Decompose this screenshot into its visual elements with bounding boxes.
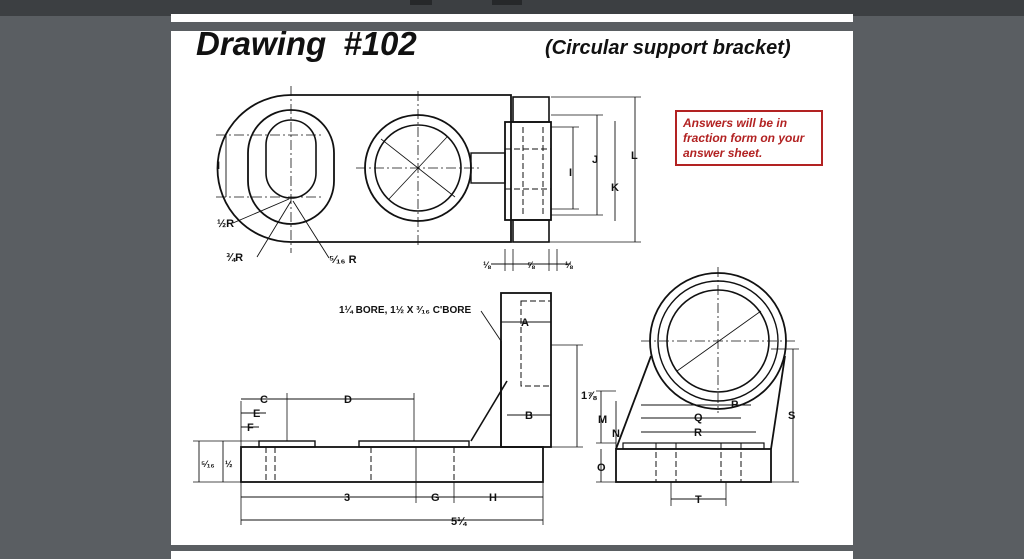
page-title: Drawing #102	[196, 31, 417, 62]
label-radius-five-sixteenths: ⁵⁄₁₆ R	[329, 254, 357, 266]
boss-stub	[470, 152, 506, 184]
technical-drawing: I ½R ¾R ⁵⁄₁₆ R I J K L ⅛ ⅝ ⅛ 1¼ BORE, 1½…	[193, 86, 799, 528]
plate-outline	[216, 94, 512, 243]
label-r: R	[694, 427, 702, 439]
label-a: A	[521, 317, 529, 329]
page-subtitle: (Circular support bracket)	[545, 37, 791, 59]
label-bottom-dim-3: ⅛	[565, 260, 573, 270]
label-d: D	[344, 394, 352, 406]
boss-top	[512, 96, 550, 123]
label-k: K	[611, 182, 619, 194]
boss-bottom	[512, 219, 550, 243]
label-three: 3	[344, 492, 350, 504]
top-view	[216, 86, 641, 271]
label-overall: 5¼	[451, 516, 467, 528]
bore-leader	[480, 310, 502, 342]
label-radius-three-quarter: ¾R	[226, 252, 243, 264]
label-f: F	[247, 422, 254, 434]
diameter-line	[388, 136, 448, 200]
leader-half-r	[232, 198, 290, 224]
label-bore-dim: I	[569, 167, 572, 179]
side-web-left	[615, 355, 652, 450]
browser-top-bar	[0, 0, 1024, 16]
label-j: J	[592, 154, 598, 166]
next-page-edge	[171, 551, 853, 559]
bore-hidden	[520, 300, 552, 387]
leader-five-sixteenths-r	[292, 200, 330, 259]
label-s: S	[788, 410, 795, 422]
label-left-2: ½	[225, 459, 233, 469]
label-left-1: ⁵⁄₁₆	[201, 459, 215, 469]
side-base	[615, 448, 772, 483]
label-o: O	[597, 462, 606, 474]
label-b: B	[525, 410, 533, 422]
label-i: I	[217, 160, 220, 172]
label-e: E	[253, 408, 260, 420]
label-g: G	[431, 492, 440, 504]
label-h: H	[489, 492, 497, 504]
label-height: 1⅞	[581, 390, 597, 402]
side-diameter-line	[676, 310, 762, 372]
label-radius-half: ½R	[217, 218, 234, 230]
previous-page-edge	[171, 14, 853, 22]
label-l: L	[631, 150, 638, 162]
label-p: P	[731, 399, 738, 411]
label-bottom-dim-2: ⅝	[527, 260, 535, 270]
side-web-right	[770, 355, 786, 450]
label-t: T	[695, 494, 702, 506]
tab-indicator	[492, 0, 522, 5]
label-bottom-dim-1: ⅛	[483, 260, 491, 270]
side-pad	[622, 442, 765, 450]
label-m: M	[598, 414, 607, 426]
label-q: Q	[694, 412, 703, 424]
leader-three-quarter-r	[256, 200, 292, 258]
label-c: C	[260, 394, 268, 406]
answer-note: Answers will be in fraction form on your…	[675, 110, 823, 166]
side-view	[596, 267, 799, 506]
base-plate	[240, 446, 544, 483]
front-view	[193, 292, 583, 525]
document-page: Drawing #102 (Circular support bracket) …	[171, 31, 853, 545]
bore-callout: 1¼ BORE, 1½ X ³⁄₁₆ C'BORE	[339, 305, 472, 316]
label-n: N	[612, 428, 620, 440]
tab-indicator	[410, 0, 432, 5]
